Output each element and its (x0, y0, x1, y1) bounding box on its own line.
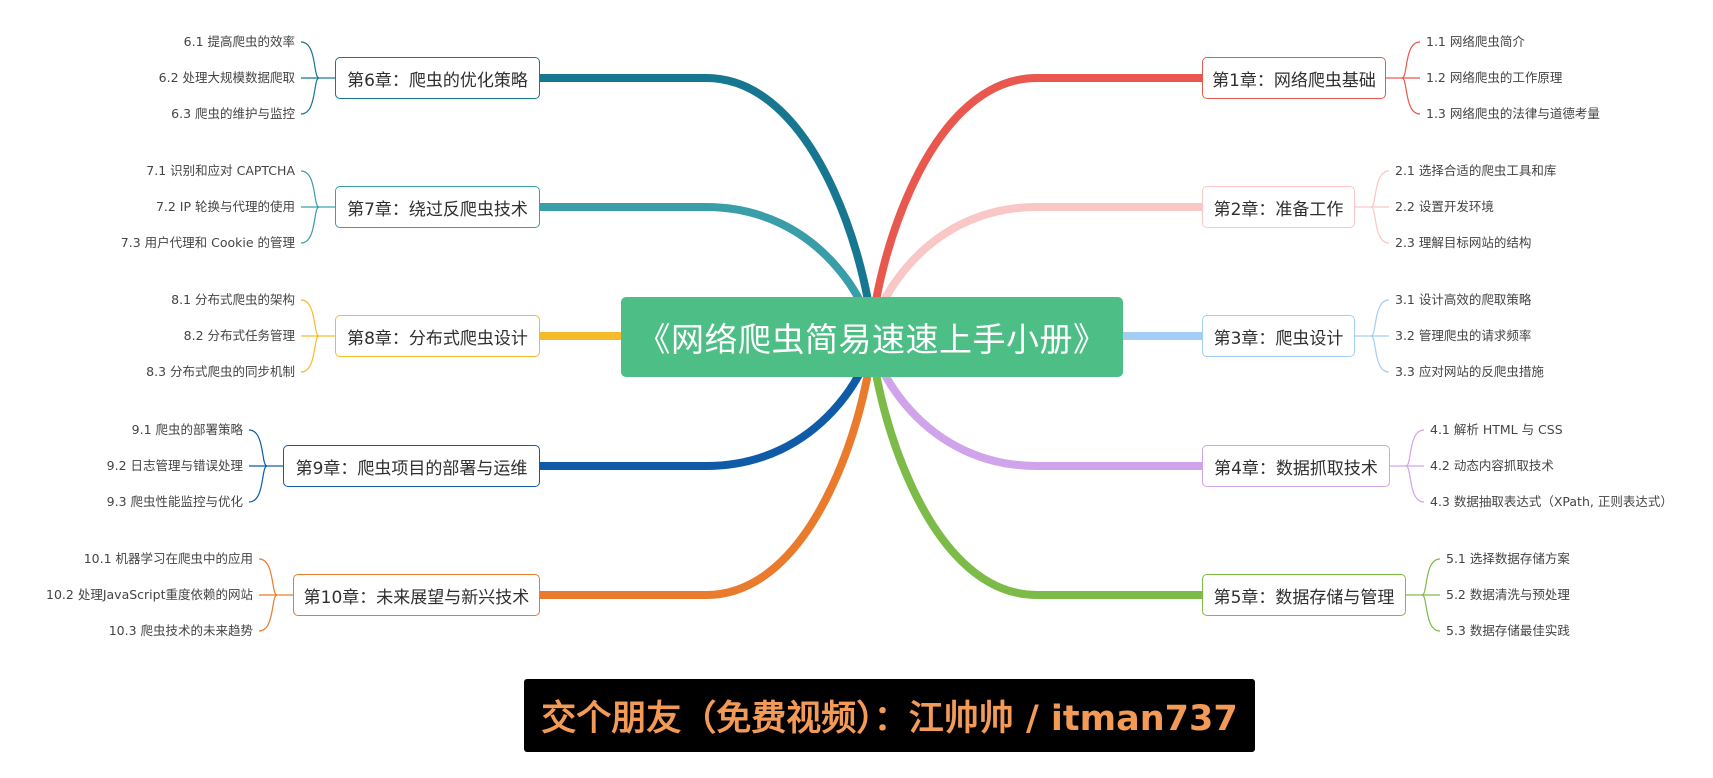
sub-topic-2-2[interactable]: 2.2 设置开发环境 (1395, 199, 1494, 214)
sub-topic-5-2[interactable]: 5.2 数据清洗与预处理 (1446, 587, 1570, 602)
chapter-node-6[interactable]: 第6章：爬虫的优化策略 (335, 57, 540, 99)
sub-topic-7-1[interactable]: 7.1 识别和应对 CAPTCHA (146, 163, 295, 178)
sub-topic-7-2[interactable]: 7.2 IP 轮换与代理的使用 (155, 199, 295, 214)
topic-connector (258, 594, 278, 632)
sub-topic-9-2[interactable]: 9.2 日志管理与错误处理 (106, 458, 243, 473)
sub-topic-9-1[interactable]: 9.1 爬虫的部署策略 (131, 422, 243, 437)
sub-topic-10-1[interactable]: 10.1 机器学习在爬虫中的应用 (83, 551, 253, 566)
topic-connector (248, 465, 268, 503)
topic-connector (1370, 170, 1390, 208)
chapter-node-4[interactable]: 第4章：数据抓取技术 (1202, 445, 1390, 487)
sub-topic-8-1[interactable]: 8.1 分布式爬虫的架构 (171, 292, 295, 307)
sub-topic-2-1[interactable]: 2.1 选择合适的爬虫工具和库 (1395, 163, 1557, 178)
central-topic[interactable]: 《网络爬虫简易速速上手小册》 (621, 297, 1123, 377)
sub-topic-4-2[interactable]: 4.2 动态内容抓取技术 (1430, 458, 1554, 473)
sub-topic-1-1[interactable]: 1.1 网络爬虫简介 (1426, 34, 1525, 49)
sub-topic-3-3[interactable]: 3.3 应对网站的反爬虫措施 (1395, 364, 1544, 379)
chapter-node-3[interactable]: 第3章：爬虫设计 (1202, 315, 1355, 357)
sub-topic-10-2[interactable]: 10.2 处理JavaScript重度依赖的网站 (46, 587, 253, 602)
topic-connector (1405, 465, 1425, 503)
sub-topic-6-1[interactable]: 6.1 提高爬虫的效率 (183, 34, 295, 49)
chapter-node-10[interactable]: 第10章：未来展望与新兴技术 (293, 574, 540, 616)
chapter-node-2[interactable]: 第2章：准备工作 (1202, 186, 1355, 228)
topic-connector (248, 429, 268, 467)
sub-topic-5-1[interactable]: 5.1 选择数据存储方案 (1446, 551, 1570, 566)
chapter-node-5[interactable]: 第5章：数据存储与管理 (1202, 574, 1406, 616)
sub-topic-5-3[interactable]: 5.3 数据存储最佳实践 (1446, 623, 1570, 638)
topic-connector (1401, 41, 1421, 79)
topic-connector (1370, 335, 1390, 373)
chapter-node-9[interactable]: 第9章：爬虫项目的部署与运维 (283, 445, 540, 487)
sub-topic-9-3[interactable]: 9.3 爬虫性能监控与优化 (106, 494, 243, 509)
topic-connector (1421, 558, 1441, 596)
sub-topic-6-2[interactable]: 6.2 处理大规模数据爬取 (158, 70, 295, 85)
sub-topic-1-2[interactable]: 1.2 网络爬虫的工作原理 (1426, 70, 1563, 85)
chapter-node-7[interactable]: 第7章：绕过反爬虫技术 (335, 186, 540, 228)
chapter-node-1[interactable]: 第1章：网络爬虫基础 (1202, 57, 1386, 99)
sub-topic-6-3[interactable]: 6.3 爬虫的维护与监控 (171, 106, 295, 121)
sub-topic-8-2[interactable]: 8.2 分布式任务管理 (183, 328, 295, 343)
chapter-node-8[interactable]: 第8章：分布式爬虫设计 (335, 315, 540, 357)
sub-topic-2-3[interactable]: 2.3 理解目标网站的结构 (1395, 235, 1532, 250)
topic-connector (300, 77, 320, 115)
topic-connector (1421, 594, 1441, 632)
sub-topic-8-3[interactable]: 8.3 分布式爬虫的同步机制 (146, 364, 295, 379)
sub-topic-3-2[interactable]: 3.2 管理爬虫的请求频率 (1395, 328, 1532, 343)
topic-connector (1405, 429, 1425, 467)
topic-connector (1370, 206, 1390, 244)
sub-topic-10-3[interactable]: 10.3 爬虫技术的未来趋势 (108, 623, 253, 638)
topic-connector (300, 170, 320, 208)
sub-topic-4-1[interactable]: 4.1 解析 HTML 与 CSS (1430, 422, 1563, 437)
sub-topic-7-3[interactable]: 7.3 用户代理和 Cookie 的管理 (120, 235, 295, 250)
sub-topic-4-3[interactable]: 4.3 数据抽取表达式（XPath, 正则表达式） (1430, 494, 1673, 509)
topic-connector (300, 41, 320, 79)
topic-connector (1401, 77, 1421, 115)
topic-connector (300, 299, 320, 337)
topic-connector (258, 558, 278, 596)
sub-topic-1-3[interactable]: 1.3 网络爬虫的法律与道德考量 (1426, 106, 1600, 121)
sub-topic-3-1[interactable]: 3.1 设计高效的爬取策略 (1395, 292, 1532, 307)
topic-connector (300, 206, 320, 244)
topic-connector (300, 335, 320, 373)
topic-connector (1370, 299, 1390, 337)
footer-banner: 交个朋友（免费视频）：江帅帅 / itman737 (524, 679, 1255, 752)
